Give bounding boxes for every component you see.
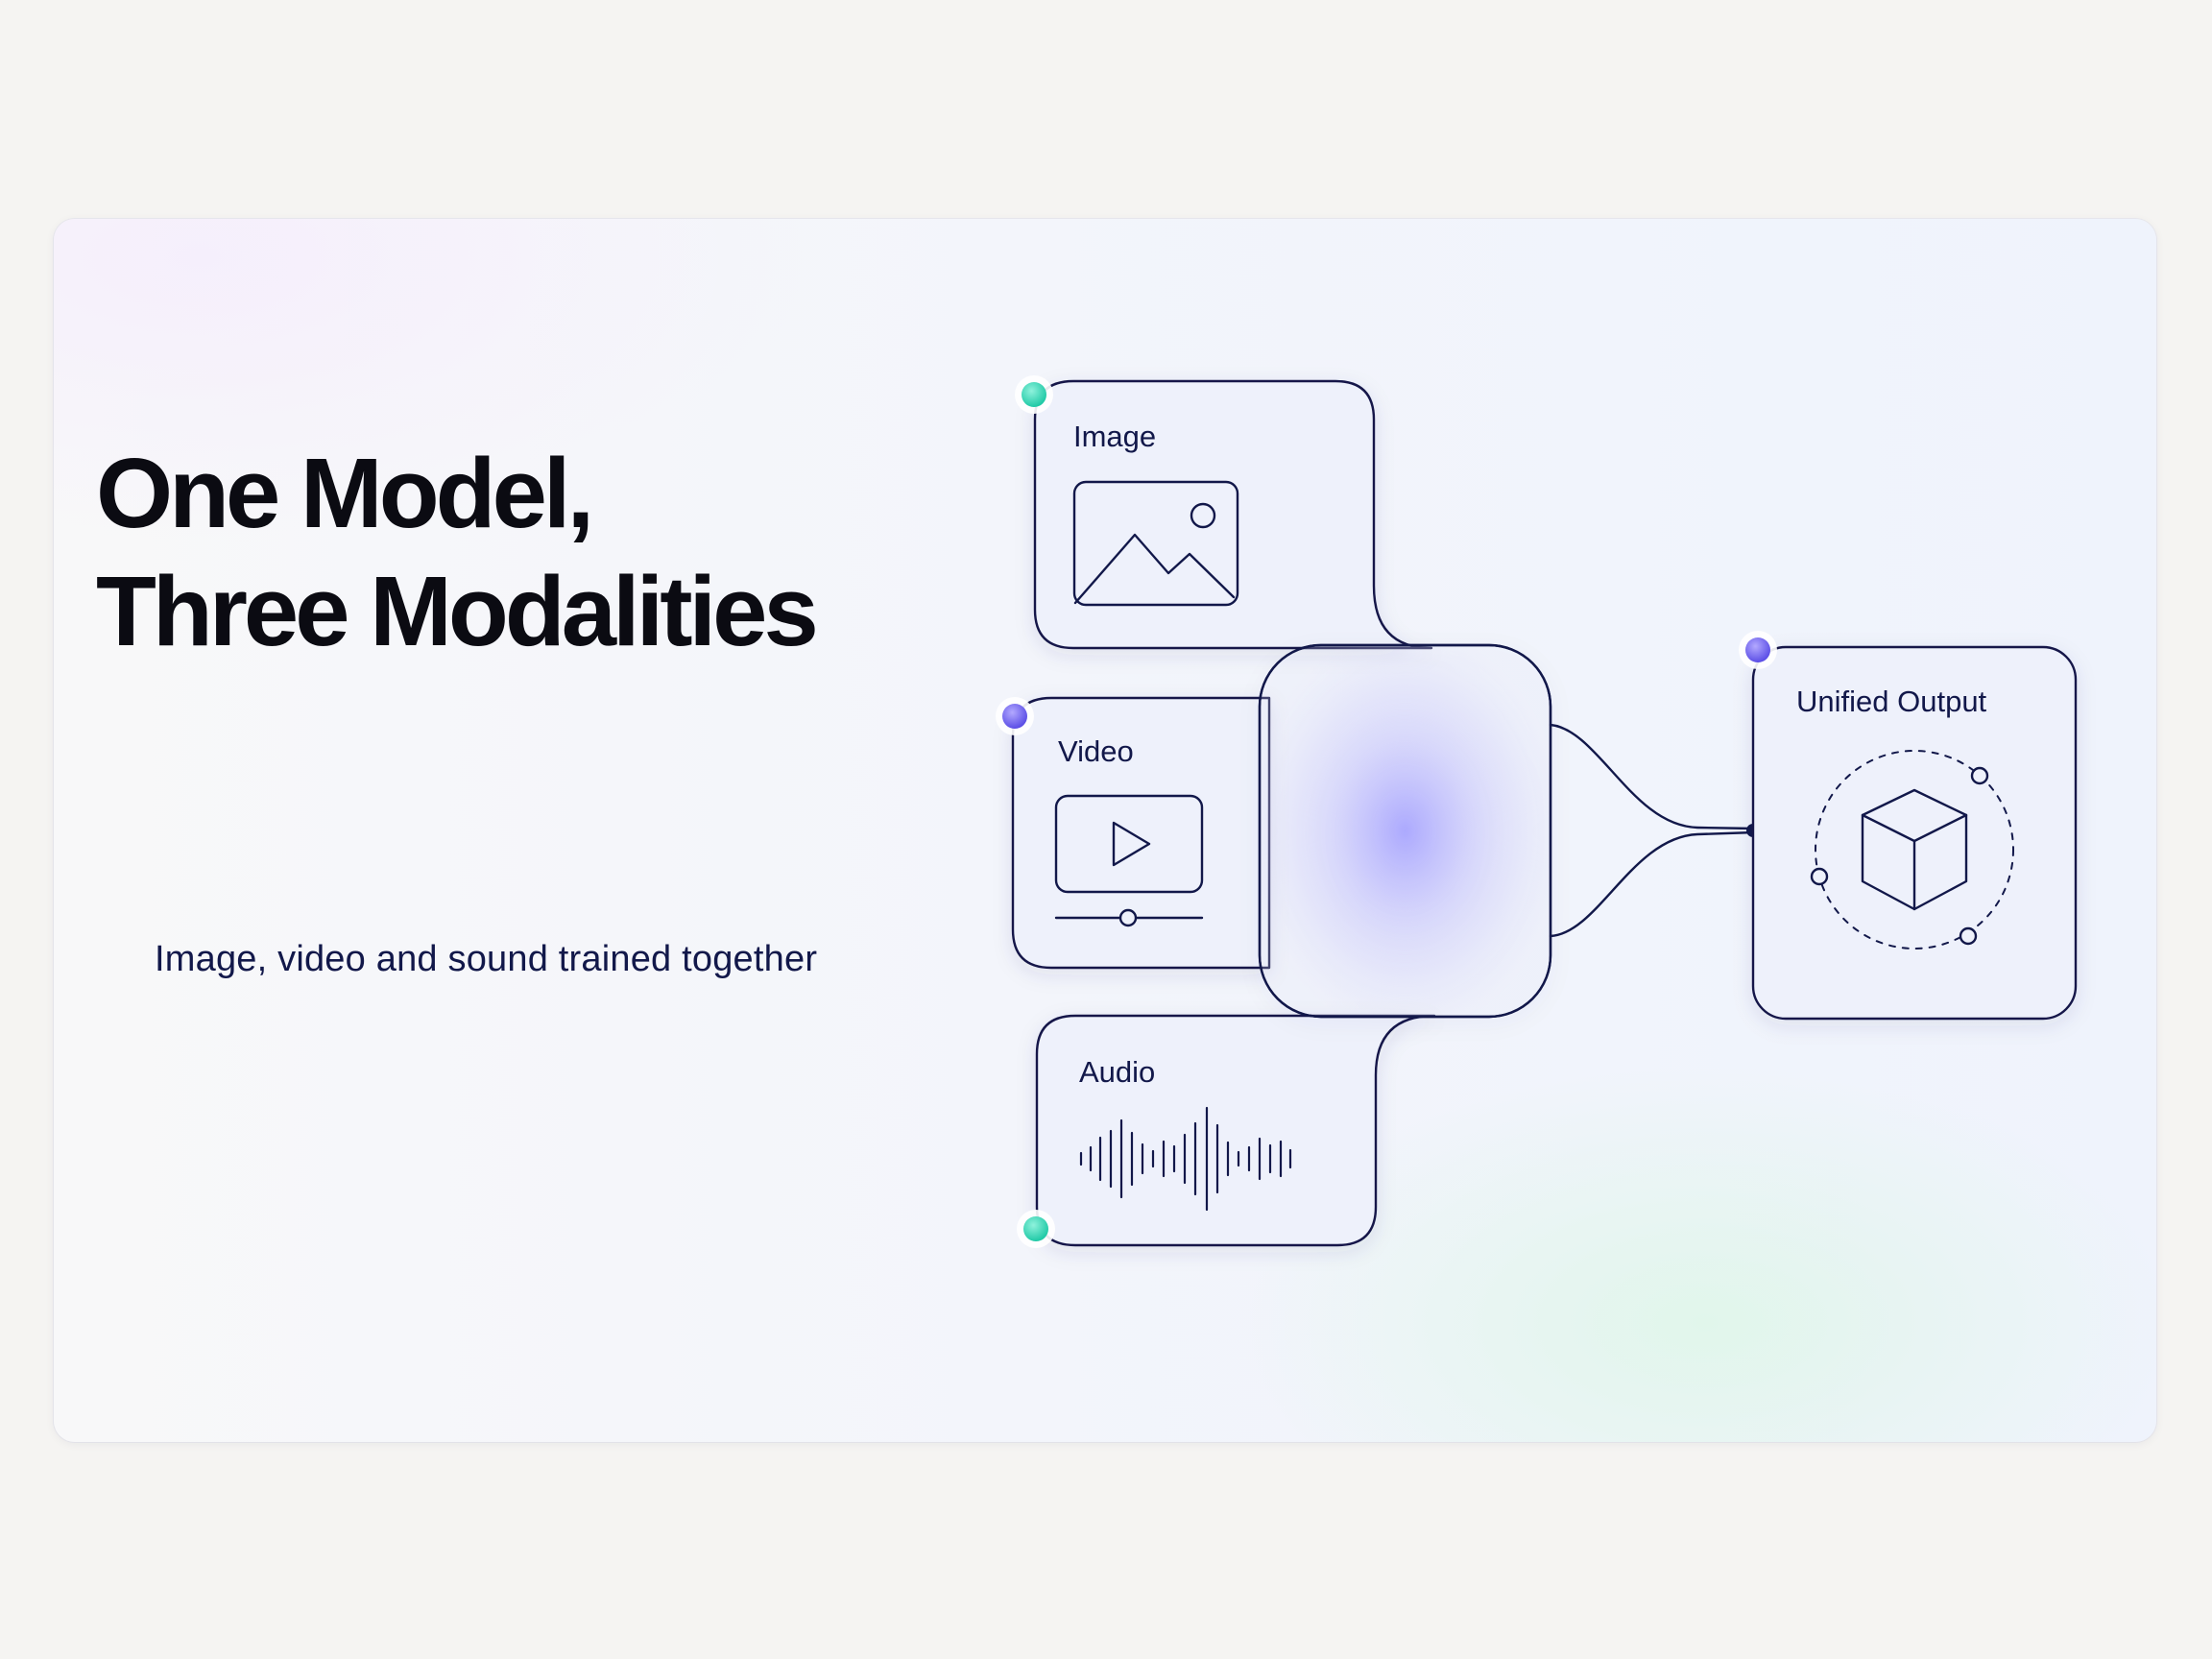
video-node-label: Video [1058,734,1134,768]
video-corner-dot [996,697,1034,735]
model-core [1258,643,1552,1019]
headline-line-2: Three Modalities [96,556,819,666]
play-video-icon [1054,794,1204,927]
audio-corner-dot [1017,1210,1055,1248]
waveform-icon [1079,1106,1292,1212]
core-to-output-connector [1549,723,1760,938]
image-node-label: Image [1073,420,1156,453]
headline-line-1: One Model, [96,438,594,548]
output-node [1751,645,2078,1021]
image-icon [1072,480,1239,607]
video-node [1011,696,1271,970]
output-corner-dot [1739,631,1777,669]
audio-node-label: Audio [1079,1055,1155,1089]
subtitle: Image, video and sound trained together [155,939,818,979]
image-corner-dot [1015,375,1053,414]
output-node-label: Unified Output [1796,685,1987,718]
audio-node [1035,1014,1436,1247]
cube-orbit-icon [1810,750,2014,950]
headline: One Model, Three Modalities [96,434,819,670]
